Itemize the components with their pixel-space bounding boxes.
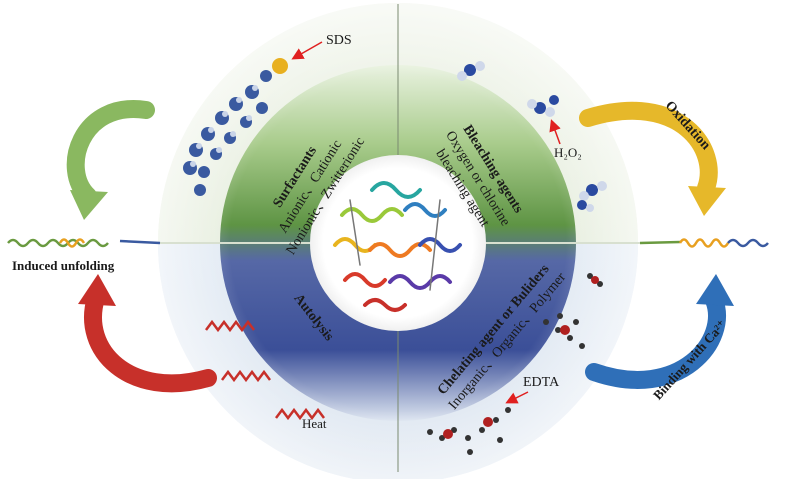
heat-wave-icons [205,319,325,421]
unfolding-arrow-green [66,100,155,205]
unfolding-arrow-red [84,289,217,393]
binding-arrow [585,291,726,389]
h2o2-molecule-icons [457,61,607,212]
h2o2-pointer [549,119,561,145]
h2o2-label: H₂O₂ [554,145,582,160]
sds-micelle-icon [183,58,288,196]
protein-structure-icon [333,181,462,312]
oxidation-arrow [579,101,718,197]
enzyme-center [310,155,486,331]
left-unfolded-chain-icon [7,238,161,248]
heat-label: Heat [302,416,327,431]
edta-molecule-icons [427,273,603,455]
edta-label: EDTA [523,375,560,390]
sds-pointer [291,41,323,60]
sds-label: SDS [326,33,352,48]
edta-pointer [505,391,529,404]
right-unfolded-chain-icon [639,238,769,248]
induced-unfolding-label: Induced unfolding [12,258,115,273]
